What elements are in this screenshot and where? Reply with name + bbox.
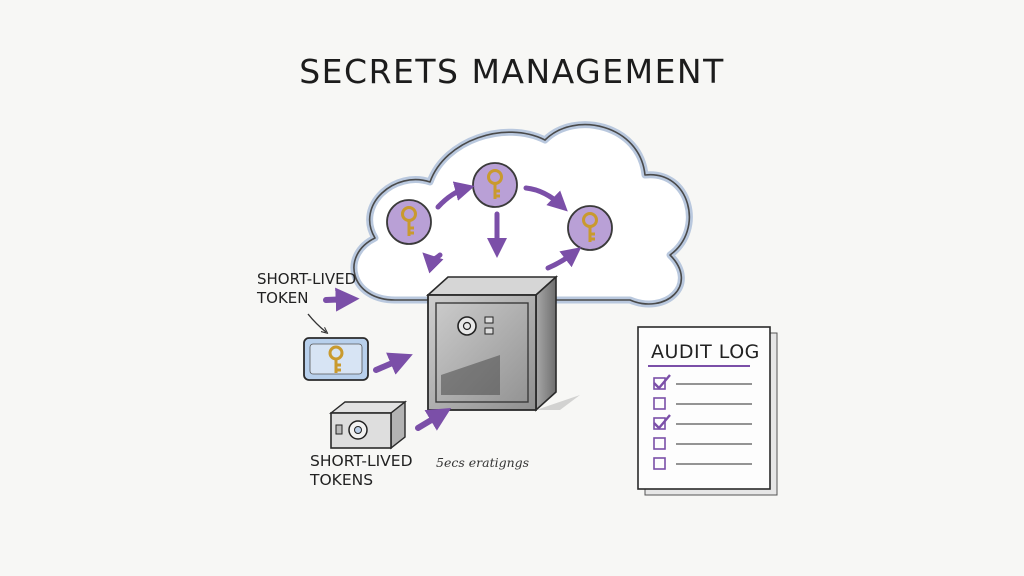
scribble-annotation: 5ecs eratigngs (436, 455, 530, 470)
safe-icon (425, 275, 580, 412)
label-line: SHORT-LIVED (257, 270, 357, 288)
label-line: TOKENS (310, 471, 374, 489)
audit-log-row (653, 457, 752, 470)
key-icon (328, 345, 344, 373)
arrow-icon (422, 181, 582, 274)
checkbox-icon (653, 397, 666, 410)
audit-log-row (653, 437, 752, 450)
checkmark-icon (653, 374, 671, 390)
audit-log-document (637, 326, 778, 496)
checkmark-icon (653, 414, 671, 430)
hardware-device-icon (328, 400, 408, 450)
checkbox-icon (653, 457, 666, 470)
audit-log-row (653, 414, 752, 430)
audit-log-row (653, 374, 752, 390)
diagram-title: SECRETS MANAGEMENT (299, 52, 725, 91)
audit-log-row (653, 397, 752, 410)
audit-log-title: AUDIT LOG (651, 341, 760, 363)
pointer-arrow (307, 313, 326, 332)
token-card (303, 337, 369, 381)
label-line: TOKEN (257, 289, 309, 307)
short-lived-tokens-label: SHORT-LIVED TOKENS (310, 452, 413, 490)
key-icon (567, 205, 613, 251)
key-icon (386, 199, 432, 245)
short-lived-token-label: SHORT-LIVED TOKEN (257, 270, 356, 308)
key-icon (472, 162, 518, 208)
arrow-icon (323, 287, 452, 431)
label-line: SHORT-LIVED (310, 452, 413, 470)
checkbox-icon (653, 437, 666, 450)
